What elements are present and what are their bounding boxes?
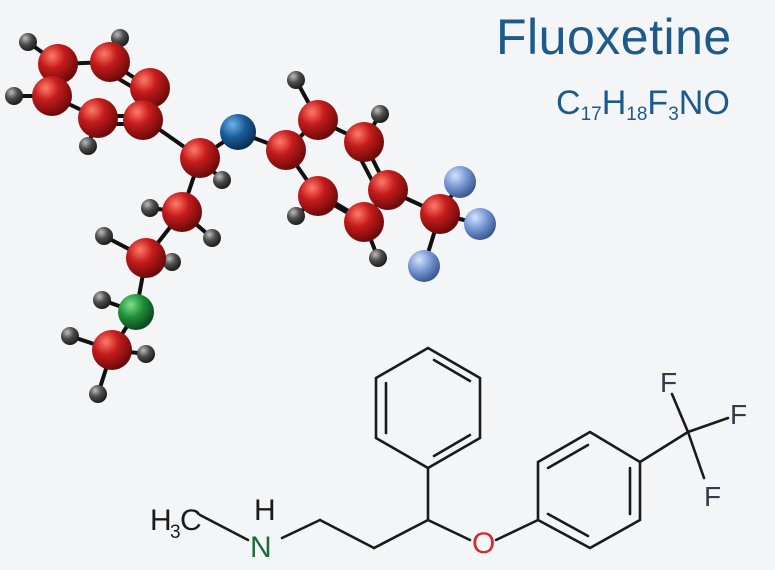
formula-element-h: H — [601, 84, 627, 122]
formula-element-c: C — [556, 84, 581, 122]
atom-spheres — [5, 29, 496, 403]
methyl-c-label: C — [180, 504, 202, 537]
amine-n-label: N — [250, 531, 272, 564]
formula-count-c: 17 — [580, 104, 602, 125]
formula-element-o: O — [703, 84, 730, 122]
molecular-formula: C17H18F3NO — [556, 84, 730, 126]
molecule-title: Fluoxetine — [496, 9, 732, 65]
skeletal-atom-labels: H 3 C H N O F F F — [150, 367, 747, 564]
ball-and-stick-model — [12, 36, 482, 396]
formula-element-f: F — [647, 84, 669, 122]
fluorine-label-top: F — [660, 367, 677, 398]
formula-count-f: 3 — [668, 104, 679, 125]
fluorine-label-bottom: F — [704, 481, 721, 512]
oxygen-label: O — [472, 527, 495, 560]
skeletal-formula — [198, 346, 730, 550]
formula-element-n: N — [678, 84, 704, 122]
methyl-subscript-label: 3 — [170, 522, 181, 543]
formula-count-h: 18 — [626, 104, 648, 125]
methyl-h-label: H — [150, 504, 172, 537]
fluorine-label-right: F — [730, 399, 747, 430]
amine-h-label: H — [254, 494, 276, 527]
